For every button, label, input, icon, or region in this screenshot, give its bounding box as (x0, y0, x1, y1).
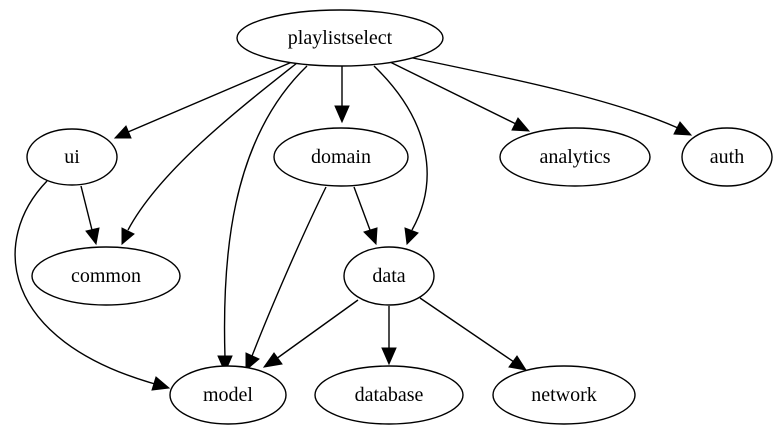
edge-data-network (419, 297, 528, 371)
node-label-analytics: analytics (539, 146, 610, 168)
node-label-ui: ui (64, 146, 80, 168)
node-label-database: database (355, 384, 424, 406)
node-database: database (314, 365, 464, 425)
node-label-model: model (203, 384, 253, 406)
edge-playlistselect-auth (407, 56, 693, 136)
edge-data-model (262, 299, 359, 368)
node-label-common: common (71, 265, 141, 287)
node-label-network: network (531, 384, 597, 406)
edge-playlistselect-data (373, 65, 428, 246)
edge-playlistselect-model (217, 65, 308, 374)
edge-ui-common (80, 185, 100, 246)
node-network: network (492, 365, 636, 425)
edge-domain-data (353, 186, 378, 246)
edge-data-database (381, 306, 397, 366)
node-playlistselect: playlistselect (236, 9, 444, 67)
node-label-domain: domain (311, 146, 371, 168)
node-label-playlistselect: playlistselect (288, 27, 393, 49)
node-analytics: analytics (499, 127, 651, 187)
edge-ui-model (14, 180, 171, 391)
node-common: common (31, 246, 181, 306)
node-data: data (343, 246, 435, 306)
node-ui: ui (26, 128, 118, 186)
node-auth: auth (681, 127, 773, 187)
node-domain: domain (273, 127, 409, 187)
edge-playlistselect-ui (113, 61, 293, 139)
edge-playlistselect-domain (334, 66, 350, 124)
edge-playlistselect-analytics (387, 60, 531, 132)
edge-playlistselect-common (121, 62, 298, 246)
node-label-auth: auth (710, 146, 744, 168)
edge-domain-model (245, 186, 327, 372)
node-model: model (169, 365, 287, 425)
node-label-data: data (372, 265, 405, 287)
